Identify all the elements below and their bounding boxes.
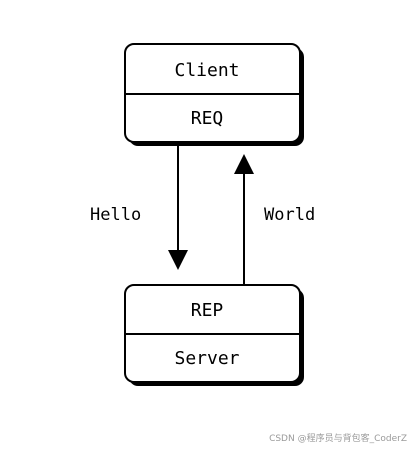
client-label: Client xyxy=(174,60,239,81)
server-box: REP Server xyxy=(124,284,304,386)
client-socket-label: REQ xyxy=(191,108,224,129)
request-arrow-head xyxy=(168,250,188,270)
server-socket-label: REP xyxy=(191,300,224,321)
watermark: CSDN @程序员与背包客_CoderZ xyxy=(269,434,407,444)
client-box: Client REQ xyxy=(124,43,304,146)
request-arrow xyxy=(168,143,188,270)
request-message-label: Hello xyxy=(90,205,141,225)
reply-arrow xyxy=(234,154,254,285)
reply-message-label: World xyxy=(264,205,315,225)
server-label: Server xyxy=(174,348,239,369)
reply-arrow-head xyxy=(234,154,254,174)
